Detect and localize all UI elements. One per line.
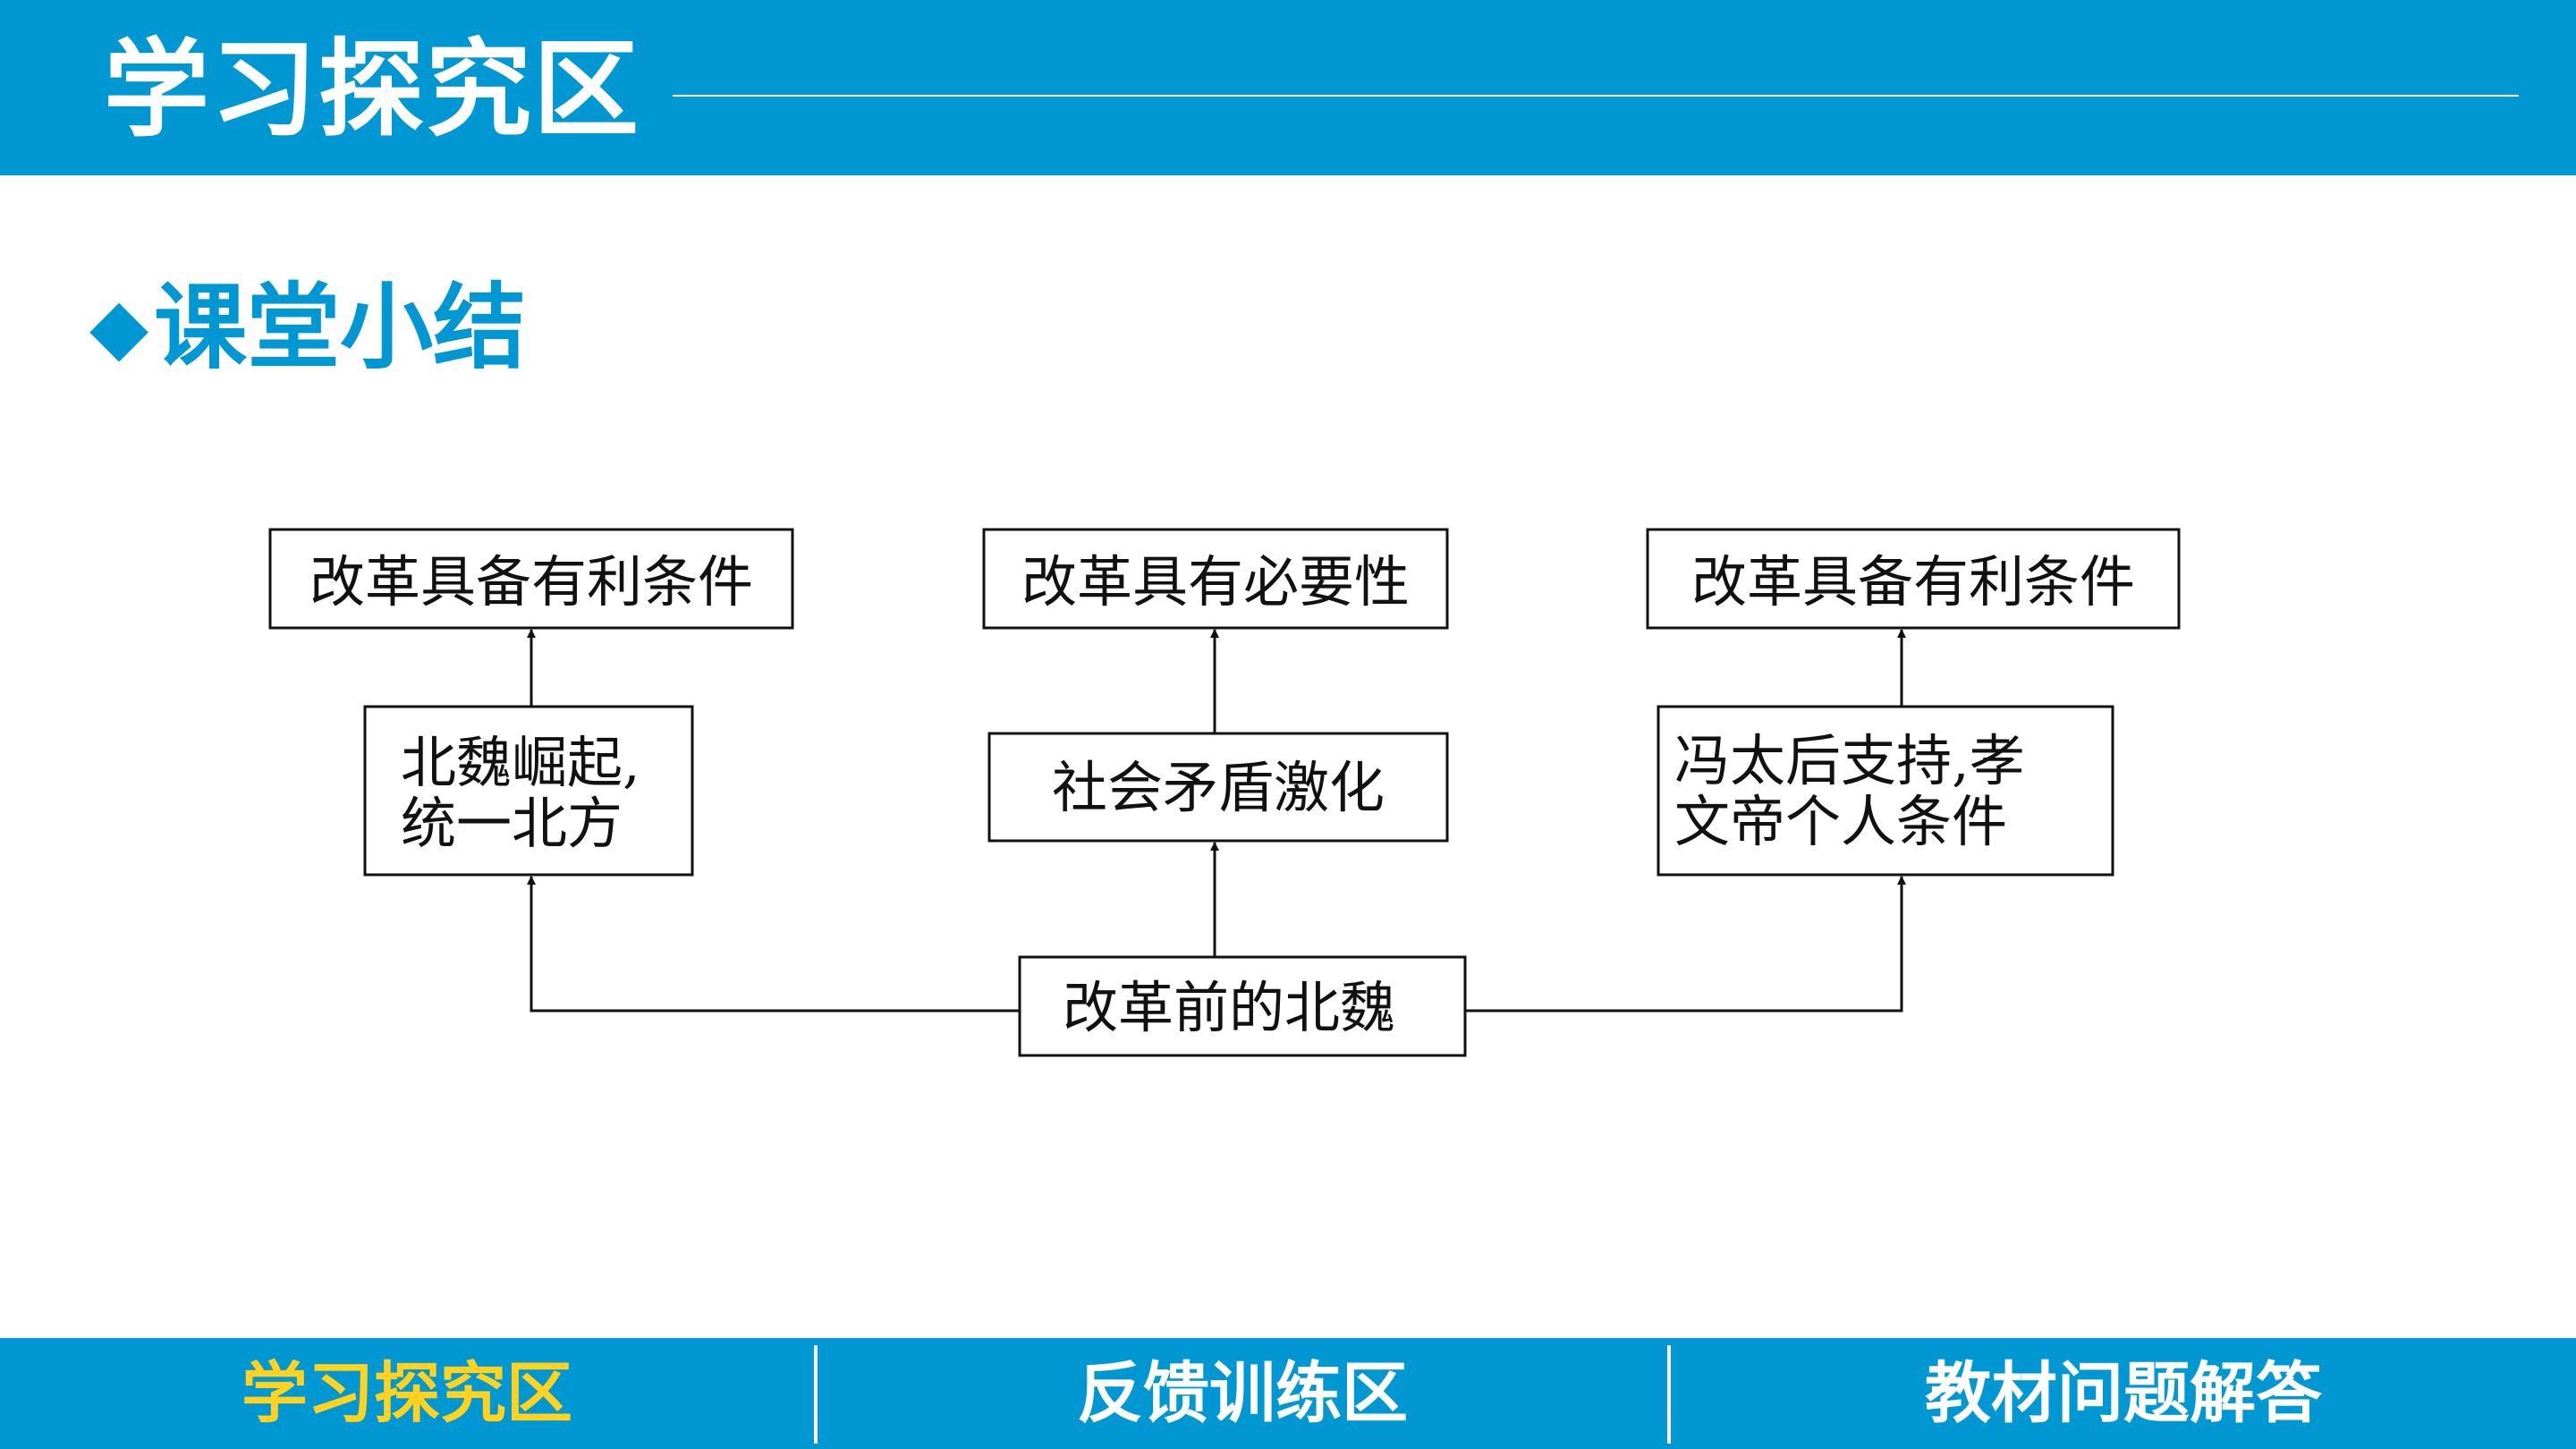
footer-divider [814, 1345, 818, 1444]
arrow-root-to-mid-right [1465, 876, 1906, 1013]
box-mid-right-line2: 文帝个人条件 [1674, 789, 2007, 854]
box-mid-right: 冯太后支持,孝 文帝个人条件 [1657, 705, 2114, 877]
box-top-center-label: 改革具有必要性 [1021, 549, 1410, 614]
box-mid-left-line2: 统一北方 [401, 791, 623, 856]
box-mid-right-line1: 冯太后支持,孝 [1674, 728, 2025, 793]
box-top-right-label: 改革具备有利条件 [1691, 549, 2135, 614]
box-mid-left-line1: 北魏崛起, [401, 730, 640, 795]
footer-nav: 学习探究区 反馈训练区 教材问题解答 [0, 1338, 2576, 1449]
box-mid-center-label: 社会矛盾激化 [1052, 755, 1385, 820]
box-mid-center: 社会矛盾激化 [987, 732, 1449, 843]
connectors [527, 629, 1906, 1013]
box-mid-left: 北魏崛起, 统一北方 [363, 705, 694, 877]
box-top-center: 改革具有必要性 [982, 528, 1449, 630]
arrow-root-to-mid-left [527, 876, 1020, 1013]
footer-tab-feedback[interactable]: 反馈训练区 [1077, 1355, 1408, 1432]
header-divider-line [673, 95, 2519, 97]
header-bar: 学习探究区 [0, 0, 2576, 175]
footer-tab-textbook-answers[interactable]: 教材问题解答 [1925, 1355, 2322, 1432]
footer-tab-study[interactable]: 学习探究区 [242, 1355, 572, 1432]
section-heading: ◆课堂小结 [89, 268, 526, 385]
page-title: 学习探究区 [104, 28, 641, 151]
footer-divider [1667, 1345, 1671, 1444]
diamond-icon: ◆ [89, 282, 149, 371]
box-root-label: 改革前的北魏 [1063, 975, 1395, 1040]
box-top-left-label: 改革具备有利条件 [309, 549, 753, 614]
section-heading-text: 课堂小结 [154, 273, 527, 382]
box-top-right: 改革具备有利条件 [1646, 528, 2181, 630]
box-root: 改革前的北魏 [1018, 955, 1467, 1057]
box-top-left: 改革具备有利条件 [268, 528, 794, 630]
